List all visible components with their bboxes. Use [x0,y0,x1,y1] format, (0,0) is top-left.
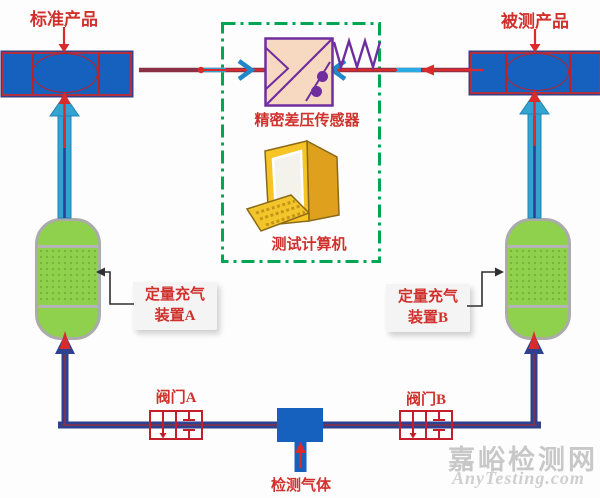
dashed-enclosure [221,22,381,263]
chevron-right-icon [237,59,256,81]
sensor-line-right [326,59,483,81]
device-b-callout: 定量充气 装置B [386,284,470,332]
tank-band [508,305,568,308]
gas-manifold [277,408,323,442]
gas-inlet-arrow [295,442,306,468]
vessel-divider [98,54,100,94]
vessel-ellipse [505,53,569,91]
gas-source-label: 检测气体 [270,478,331,494]
tested-product-label: 被测产品 [501,12,569,31]
switch-contact-icon [305,61,331,102]
valve-a-icon [149,410,203,440]
connector-device-a [96,267,134,305]
keyboard-icon [245,194,311,232]
computer-label: 测试计算机 [271,237,347,253]
standard-product-vessel [2,52,132,96]
sensor-triangle-icon [265,47,290,90]
device-a-label-line1: 定量充气 [144,287,205,303]
standard-product-label: 标准产品 [30,10,98,29]
valve-b-icon [399,410,453,440]
device-b-label-line2: 装置B [407,310,448,326]
device-a-label-line2: 装置A [154,308,196,324]
feed-arrow-right [519,90,550,219]
watermark-cn: 嘉峪检测网 [448,445,598,475]
tank-texture [38,248,98,304]
watermark-en: AnyTesting.com [452,468,585,488]
feed-arrow-left [49,92,80,219]
label-arrow-tested [529,29,541,53]
tank-b [505,218,571,340]
computer-icon [245,139,340,232]
device-a-callout: 定量充气 装置A [133,282,217,330]
tank-band [38,305,98,308]
sensor-icon [264,36,382,107]
vessel-divider [569,54,571,92]
flow-arrowhead [59,331,71,349]
tank-band [508,245,568,248]
flow-arrowhead [528,331,540,349]
spring-icon [332,36,382,72]
tank-texture [508,248,568,304]
sensor-label: 精密差压传感器 [254,113,360,129]
vessel-ellipse [32,53,98,93]
valve-a-label: 阀门A [155,390,197,406]
label-arrow-standard [58,27,70,53]
tank-a [35,218,101,340]
valve-b-label: 阀门B [405,392,446,408]
device-b-label-line1: 定量充气 [397,289,458,305]
connector-device-b [467,267,504,307]
tank-band [38,245,98,248]
